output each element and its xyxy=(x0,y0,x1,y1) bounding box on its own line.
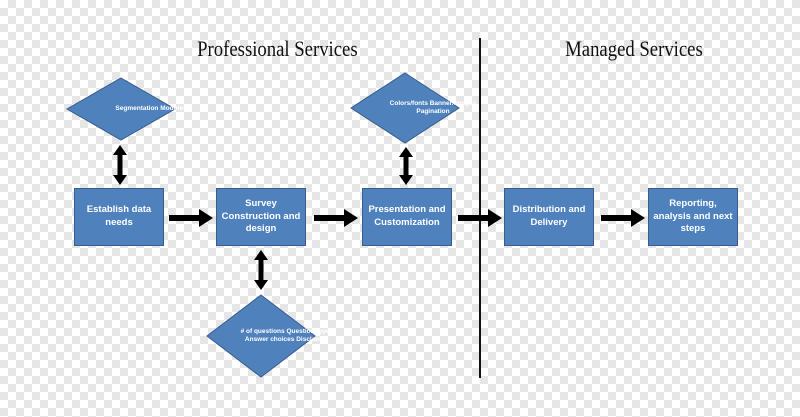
presentation-customization-box: Presentation and Customization xyxy=(362,188,452,246)
diamond-shape xyxy=(206,294,316,378)
colors-fonts-label: Colors/fonts Banner/images Pagination xyxy=(389,99,477,115)
diamond-shape xyxy=(350,72,460,144)
section-divider xyxy=(479,38,481,378)
segmentation-modules-diamond: Segmentation Modules xyxy=(66,77,187,141)
reporting-analysis-box: Reporting, analysis and next steps xyxy=(648,188,738,246)
double-arrow-questions-icon xyxy=(254,250,268,290)
managed-services-title: Managed Services xyxy=(565,36,703,61)
double-arrow-segmentation-icon xyxy=(113,145,127,185)
double-arrow-colors-icon xyxy=(399,147,413,185)
question-details-diamond: # of questions Question types Answer cho… xyxy=(206,294,333,378)
arrow-right-3-icon xyxy=(458,209,502,227)
professional-services-title: Professional Services xyxy=(197,36,358,61)
question-details-label: # of questions Question types Answer cho… xyxy=(240,327,334,343)
distribution-delivery-box: Distribution and Delivery xyxy=(504,188,594,246)
arrow-right-2-icon xyxy=(314,209,358,227)
establish-data-needs-box: Establish data needs xyxy=(74,188,164,246)
segmentation-modules-label: Segmentation Modules xyxy=(115,104,187,112)
arrow-right-4-icon xyxy=(601,209,645,227)
diamond-shape xyxy=(66,77,176,141)
colors-fonts-diamond: Colors/fonts Banner/images Pagination xyxy=(350,72,476,144)
survey-construction-box: Survey Construction and design xyxy=(216,188,306,246)
arrow-right-1-icon xyxy=(169,209,213,227)
